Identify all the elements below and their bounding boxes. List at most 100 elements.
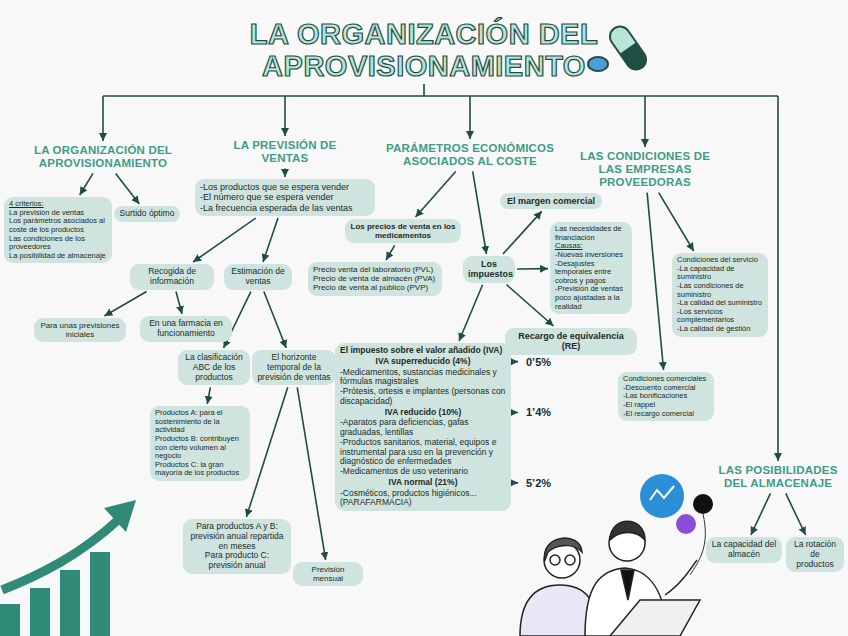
node-text: La capacidad del almacén (711, 540, 777, 560)
node-text: -Los servicios complementarios (677, 308, 763, 325)
node-text: Los parámetros asociados al coste de los… (9, 217, 107, 234)
growth-chart (0, 500, 136, 636)
node-text: -Previsión de ventas poco ajustadas a la… (555, 285, 627, 311)
text-box: Previsión mensual (293, 562, 363, 586)
rate-label: 0’5% (524, 356, 553, 368)
connector-arrow (751, 493, 770, 535)
node-text: -Productos sanitarios, material, equipos… (340, 438, 506, 467)
people-illustration (520, 521, 700, 636)
bracket-stem (423, 84, 425, 96)
bracket-drop (469, 96, 471, 139)
text-box: Recargo de equivalencia (RE) (505, 328, 637, 355)
node-text: Causas: (555, 242, 627, 251)
text-box: -Los productos que se espera vender-El n… (195, 179, 375, 216)
text-box: Condiciones del servicio-La capacidad de… (672, 253, 768, 337)
node-text: -El recargo comercial (623, 410, 709, 419)
node-text: 4 criterios: (9, 200, 107, 209)
node-text: -El rappel (623, 401, 709, 410)
connector-arrow (263, 218, 278, 262)
branch-heading: LA ORGANIZACIÓN DEL APROVISIONAMIENTO (18, 143, 188, 171)
connector-arrow (416, 171, 456, 217)
connector-arrow (284, 168, 286, 177)
node-text: Condiciones del servicio (677, 256, 763, 265)
capsule-icon (606, 23, 650, 74)
text-box: Condiciones comerciales-Descuento comerc… (618, 372, 714, 421)
node-text: -Medicamentos de uso veterinario (340, 467, 506, 477)
node-text: Productos C: la gran mayoría de los prod… (155, 461, 245, 478)
connector-arrow (503, 211, 542, 254)
connector-arrow (116, 173, 140, 204)
node-text: -Prótesis, ortesis e implantes (personas… (340, 387, 506, 407)
node-text: Precio venta del laboratorio (PVL) (313, 265, 437, 274)
node-text: -La capacidad de suministro (677, 265, 763, 282)
rate-label: 5’2% (524, 477, 553, 489)
connector-arrow (207, 387, 210, 404)
pill-icon (588, 57, 608, 71)
node-text: -Desajustes temporales entre cobros y pa… (555, 260, 627, 286)
bracket-drop (102, 96, 104, 141)
text-box: 4 criterios:La previsión de ventasLos pa… (4, 197, 112, 263)
node-text: Para producto C: previsión anual (188, 551, 286, 571)
node-text: -Nuevas inversiones (555, 251, 627, 260)
node-text: Estimación de ventas (229, 267, 287, 287)
text-box: Para unas previsiones iniciales (34, 318, 126, 342)
node-text: El horizonte temporal de la previsión de… (257, 353, 331, 382)
node-text: -Cosméticos, productos higiénicos... (PA… (340, 489, 506, 509)
branch-heading: LAS CONDICIONES DE LAS EMPRESAS PROVEEDO… (568, 149, 722, 191)
node-text: Precio de venta al público (PVP) (313, 283, 437, 292)
connector-arrow (176, 292, 182, 314)
node-text: PARÁMETROS ECONÓMICOS ASOCIADOS AL COSTE (385, 142, 555, 168)
bracket-drop (644, 96, 646, 147)
icon-circles (640, 474, 713, 575)
node-text: Previsión mensual (298, 565, 358, 583)
node-text: IVA superreducido (4%) (376, 357, 471, 367)
node-text: -Medicamentos, sustancias medicinales y … (340, 368, 506, 388)
connector-arrow (246, 387, 287, 517)
node-text: -Descuento comercial (623, 384, 709, 393)
connector-arrow (473, 171, 487, 254)
bracket-bar (103, 95, 778, 97)
node-text: La rotación de productos (791, 540, 839, 569)
node-text: Productos B: contribuyen con cierto volu… (155, 435, 245, 461)
connector-arrow (517, 268, 548, 270)
node-text: En una farmacia en funcionamiento (145, 319, 227, 339)
node-text: El margen comercial (505, 196, 597, 206)
rate-label: 1’4% (524, 406, 553, 418)
node-text: -Las bonificaciones (623, 392, 709, 401)
connector-arrow (647, 193, 663, 370)
node-text: -Los productos que se espera vender (200, 182, 370, 192)
text-box: La rotación de productos (786, 537, 844, 572)
node-text: La clasificación ABC de los productos (183, 353, 245, 382)
text-box: Recogida de información (130, 264, 214, 290)
node-text: Para productos A y B: previsión anual re… (188, 522, 286, 551)
text-box: La clasificación ABC de los productos (178, 350, 250, 385)
node-text: LA PREVISIÓN DE VENTAS (228, 139, 342, 165)
connector-arrow (386, 245, 395, 260)
node-text: IVA normal (21%) (389, 478, 458, 488)
node-text: -Aparatos para deficiencias, gafas gradu… (340, 418, 506, 438)
node-text: Las necesidades de financiación (555, 225, 627, 242)
text-box: El margen comercial (500, 193, 602, 209)
node-text: -La calidad del suministro (677, 299, 763, 308)
node-text: Condiciones comerciales (623, 375, 709, 384)
node-text: Los impuestos (468, 259, 510, 280)
node-text: Los precios de venta en los medicamentos (350, 222, 456, 240)
node-text: -La frecuencia esperada de las ventas (200, 203, 370, 213)
text-box: El impuesto sobre el valor añadido (IVA)… (335, 343, 511, 511)
text-box: En una farmacia en funcionamiento (140, 316, 232, 342)
connector-arrow (786, 493, 806, 535)
branch-heading: LA PREVISIÓN DE VENTAS (226, 138, 344, 166)
branch-heading: LAS POSIBILIDADES DEL ALMACENAJE (712, 463, 844, 491)
node-text: La posibilidad de almacenaje (9, 252, 107, 261)
text-box: Productos A: para el sostenimiento de la… (150, 406, 250, 481)
connector-arrow (506, 285, 553, 326)
bracket-drop (777, 96, 779, 461)
text-box: Las necesidades de financiaciónCausas:-N… (550, 222, 632, 314)
connector-arrow (459, 285, 483, 341)
text-box: Los impuestos (463, 256, 515, 283)
node-text: LAS POSIBILIDADES DEL ALMACENAJE (714, 464, 842, 490)
node-text: -Las condiciones de suministro (677, 282, 763, 299)
node-text: -La calidad de gestión (677, 325, 763, 334)
connector-arrow (193, 218, 256, 262)
connector-arrow (80, 173, 93, 195)
